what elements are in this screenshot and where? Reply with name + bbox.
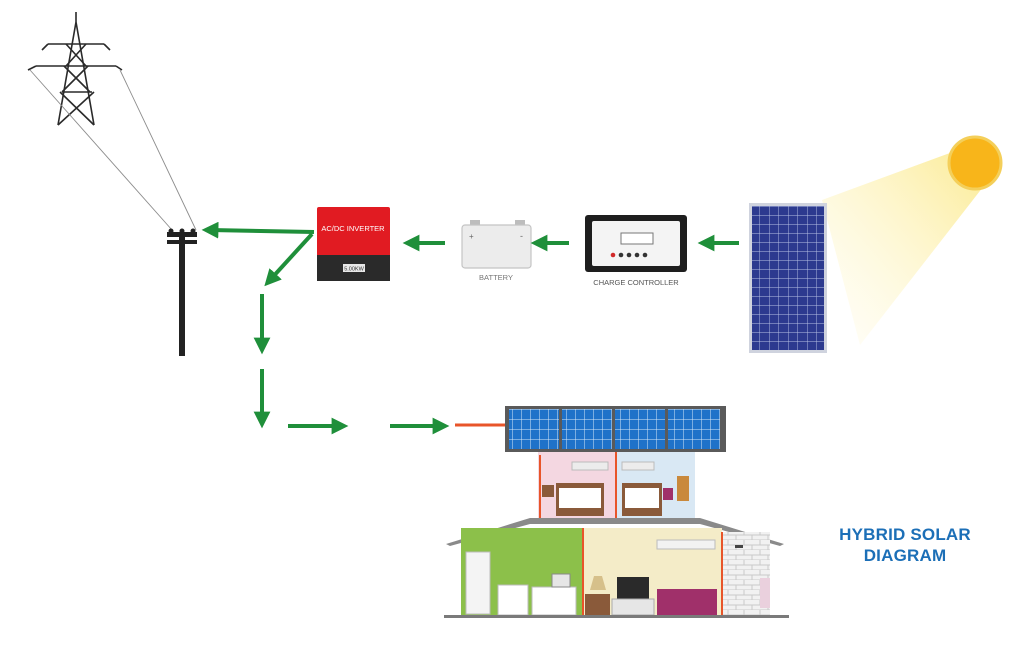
- inverter-icon: AC/DC INVERTER 5.00KW: [317, 207, 390, 281]
- sun-icon: [822, 135, 1003, 345]
- battery-plus-sign: +: [469, 232, 474, 241]
- diagram-title: HYBRID SOLAR DIAGRAM: [820, 524, 990, 566]
- arrow-inverter-to-grid: [201, 221, 315, 239]
- solar-panel-icon: [749, 203, 827, 353]
- house-icon: [444, 406, 789, 618]
- inverter-label: AC/DC INVERTER: [321, 224, 385, 233]
- power-lines: [29, 69, 197, 231]
- charge-controller-label: CHARGE CONTROLLER: [593, 278, 679, 287]
- battery-label: BATTERY: [479, 273, 513, 282]
- transmission-tower-icon: [27, 12, 123, 126]
- battery-icon: + - BATTERY: [461, 220, 532, 282]
- inverter-rating: 5.00KW: [344, 267, 364, 273]
- diagram-title-line-1: HYBRID SOLAR: [839, 525, 971, 544]
- battery-minus-sign: -: [520, 231, 523, 241]
- utility-pole-icon: [167, 228, 197, 356]
- flow-arrows: [201, 221, 739, 435]
- arrow-inverter-diagonal: [264, 232, 314, 287]
- charge-controller-icon: CHARGE CONTROLLER: [585, 215, 687, 287]
- diagram-title-line-2: DIAGRAM: [863, 546, 947, 565]
